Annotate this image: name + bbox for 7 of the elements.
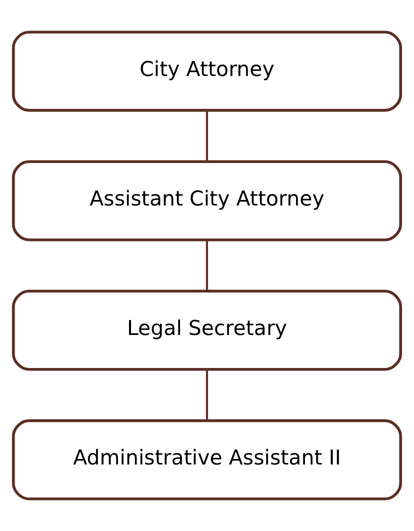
connector [206,240,208,291]
connector [206,110,208,162]
node-box: Assistant City Attorney [12,160,402,242]
node-box: Administrative Assistant II [12,419,402,500]
connector [206,370,208,420]
node-box: Legal Secretary [12,290,402,371]
node-box: City Attorney [12,30,402,112]
